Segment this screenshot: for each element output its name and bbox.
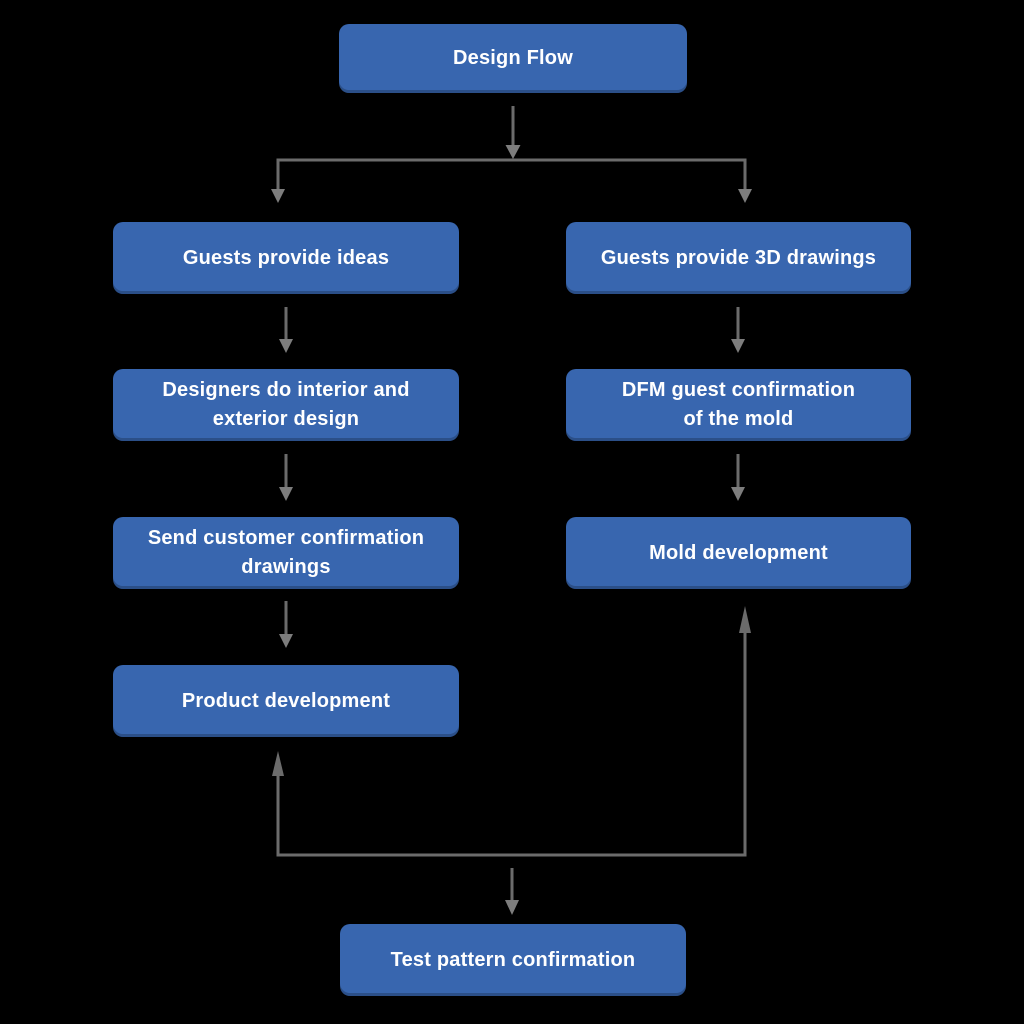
connector-feedback-to-product-dev xyxy=(272,751,284,856)
connector-send-customer-to-product-dev xyxy=(279,601,293,648)
connector-dfm-to-mold-dev xyxy=(731,454,745,501)
node-test-pattern-confirmation-label: Test pattern confirmation xyxy=(390,948,636,971)
node-guests-provide-ideas: Guests provide ideas xyxy=(113,222,459,294)
node-guests-provide-3d-drawings-label: Guests provide 3D drawings xyxy=(600,246,877,269)
node-dfm-guest-confirmation-label: DFM guest confirmation of the mold xyxy=(621,379,856,430)
connector-feedback-to-test-pattern xyxy=(505,868,519,915)
node-product-development-label: Product development xyxy=(181,689,391,712)
connector-guests-3d-to-dfm xyxy=(731,307,745,353)
connector-split-to-guests-3d xyxy=(738,159,752,203)
connector-design-flow-to-split xyxy=(276,106,747,162)
node-send-customer-confirmation: Send customer confirmation drawings xyxy=(113,517,459,589)
connector-split-to-guests-ideas xyxy=(271,159,285,203)
connector-feedback-to-mold-dev xyxy=(739,606,751,856)
node-designers-interior-exterior-label: Designers do interior and exterior desig… xyxy=(162,379,410,430)
node-guests-provide-3d-drawings: Guests provide 3D drawings xyxy=(566,222,911,294)
node-product-development: Product development xyxy=(113,665,459,737)
connector-designers-to-send-customer xyxy=(279,454,293,501)
node-design-flow: Design Flow xyxy=(339,24,687,93)
node-mold-development-label: Mold development xyxy=(649,541,828,564)
node-send-customer-confirmation-label: Send customer confirmation drawings xyxy=(147,527,425,578)
node-test-pattern-confirmation: Test pattern confirmation xyxy=(340,924,686,996)
node-dfm-guest-confirmation: DFM guest confirmation of the mold xyxy=(566,369,911,441)
connector-guests-ideas-to-designers xyxy=(279,307,293,353)
node-design-flow-label: Design Flow xyxy=(453,47,573,69)
node-designers-interior-exterior: Designers do interior and exterior desig… xyxy=(113,369,459,441)
node-guests-provide-ideas-label: Guests provide ideas xyxy=(182,246,390,269)
node-mold-development: Mold development xyxy=(566,517,911,589)
